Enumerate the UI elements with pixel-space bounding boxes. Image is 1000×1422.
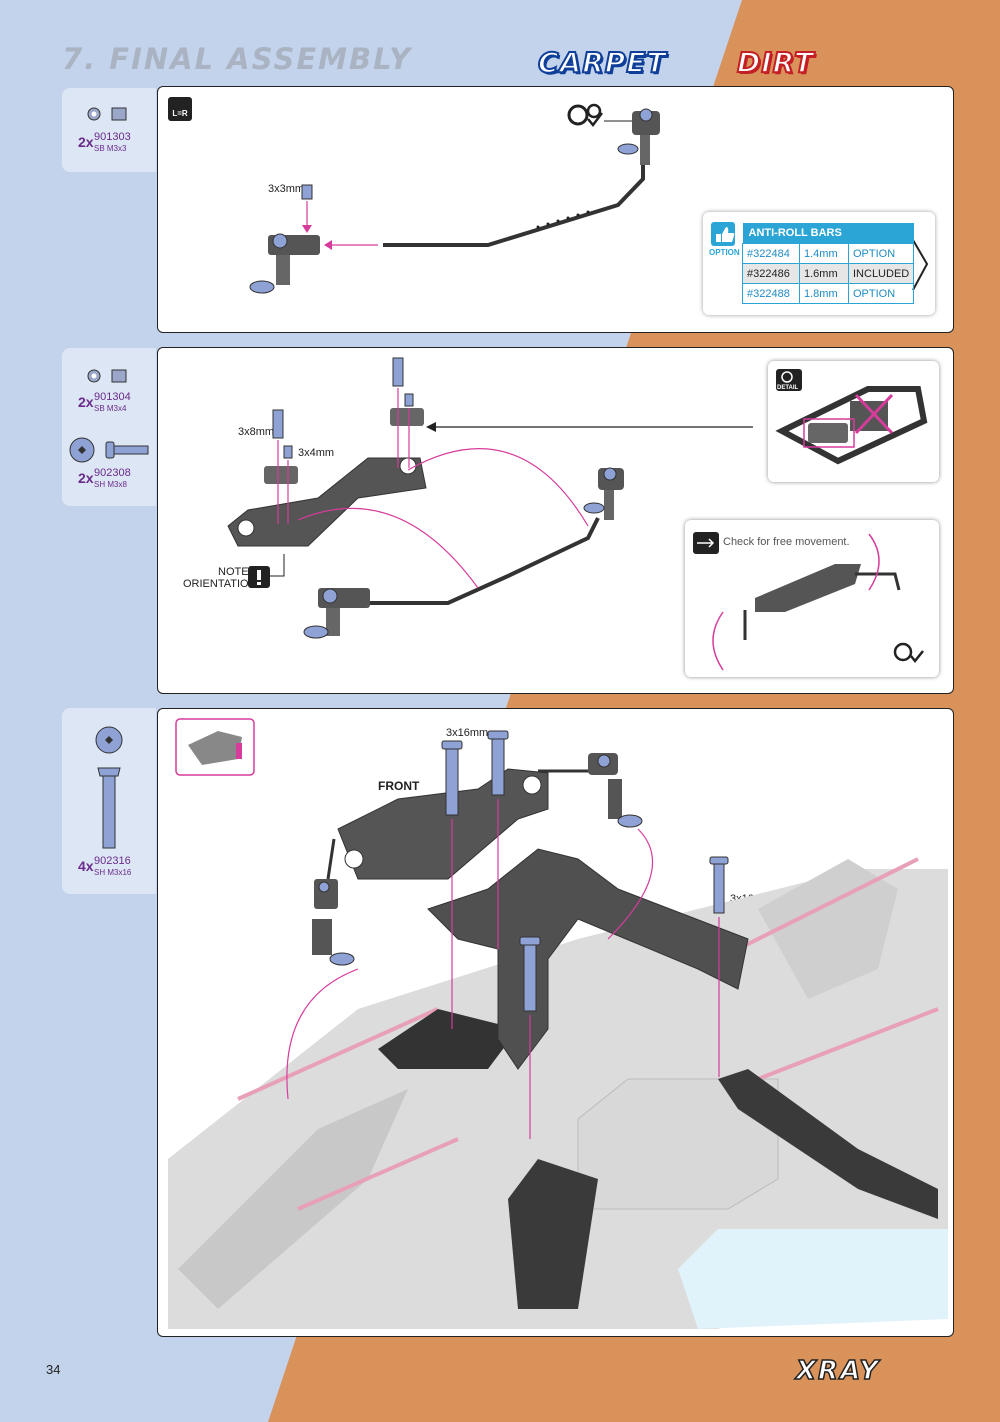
- front-label: FRONT: [378, 779, 420, 793]
- step2-drawing: [227, 357, 753, 639]
- detail-label: DETAIL: [777, 385, 799, 391]
- part-qty: 2x: [78, 134, 94, 150]
- adjust-gear-icon: [893, 642, 924, 664]
- table-row: #322486 1.6mm INCLUDED: [742, 263, 915, 284]
- step3-drawing: [168, 718, 948, 1329]
- bracket-icon: [912, 239, 929, 291]
- dirt-logo: DIRT: [736, 45, 815, 80]
- detail-inset: DETAIL: [768, 361, 939, 482]
- page-title: 7. FINAL ASSEMBLY: [62, 42, 413, 76]
- part-qty: 4x: [78, 858, 94, 874]
- long-screw-icon: [95, 726, 123, 849]
- part-qty: 2x: [78, 470, 94, 486]
- label-3x8: 3x8mm: [238, 426, 275, 438]
- anti-roll-bars-table: ANTI-ROLL BARS #322484 1.4mm OPTION #322…: [742, 223, 915, 304]
- detail-magnifier-icon: [776, 369, 802, 391]
- label-3x3: 3x3mm: [268, 183, 305, 195]
- check-drawing: [693, 532, 924, 671]
- option-thumb-icon: [711, 222, 735, 246]
- adjust-gear-icon: [567, 103, 603, 128]
- table-title: ANTI-ROLL BARS: [742, 223, 914, 244]
- label-3x16-top: 3x16mm: [446, 727, 489, 739]
- step3-panel: 3x16mm 3x16mm 3x16mm FRONT: [157, 708, 954, 1337]
- part-qty: 2x: [78, 394, 94, 410]
- arrow-box-icon: [693, 532, 719, 554]
- label-3x4: 3x4mm: [298, 447, 335, 459]
- page-number: 34: [46, 1362, 61, 1377]
- table-row: #322488 1.8mm OPTION: [742, 283, 915, 304]
- screw-parts-icons: [69, 369, 149, 463]
- carpet-logo: CARPET: [537, 45, 667, 80]
- check-movement-inset: Check for free movement.: [685, 520, 939, 677]
- note-line1: NOTE: [218, 566, 249, 578]
- washer-icon: [87, 107, 127, 121]
- note-line2: ORIENTATION: [183, 578, 257, 590]
- check-text: Check for free movement.: [723, 536, 850, 548]
- option-label: OPTION: [709, 248, 740, 257]
- xray-logo: XRAY: [795, 1355, 881, 1387]
- table-row: #322484 1.4mm OPTION: [742, 243, 915, 264]
- step1-drawing: [249, 103, 660, 294]
- lr-symmetry-icon: L=R: [168, 97, 192, 121]
- warning-icon: [248, 566, 270, 588]
- detail-drawing: [775, 369, 928, 465]
